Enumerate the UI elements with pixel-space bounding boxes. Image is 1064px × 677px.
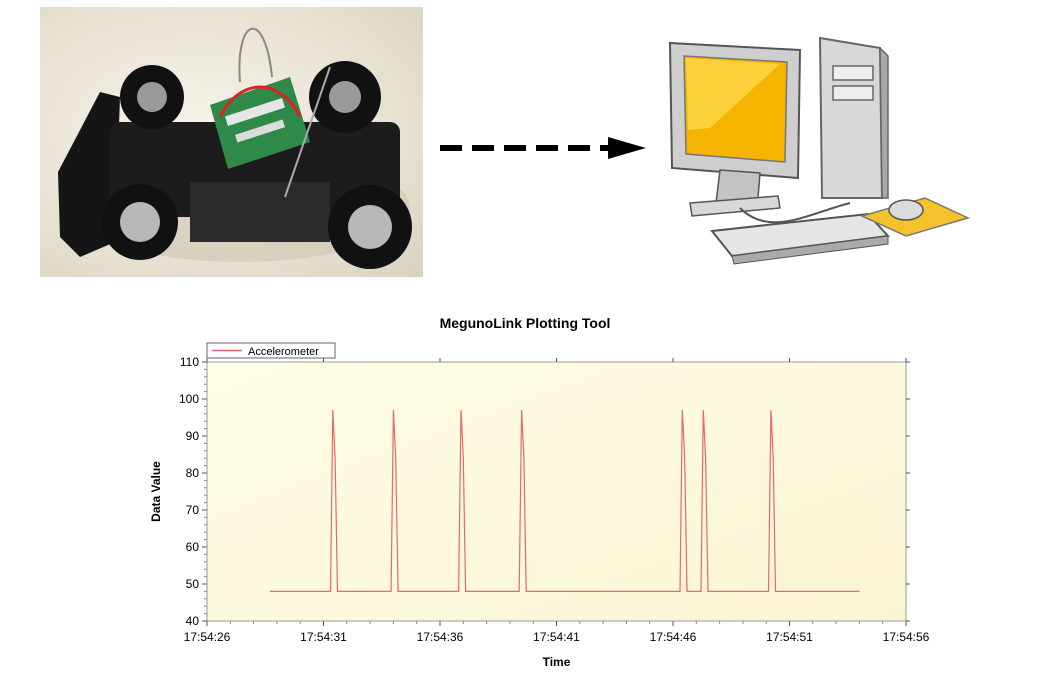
plot-area: 40 50 60 70 80 90 100 110 17:54:26 17:54:31 17:54:… [149, 342, 930, 669]
megunolink-plot: MegunoLink Plotting Tool 40 50 60 70 80 90 100… [130, 305, 930, 675]
x-tick-label: 17:54:26 [184, 630, 231, 644]
plot-background [206, 361, 907, 622]
y-tick-label: 50 [186, 577, 200, 591]
y-tick-label: 60 [186, 540, 200, 554]
legend-box [206, 342, 336, 359]
desktop-computer-icon [668, 36, 971, 265]
y-tick-label: 110 [180, 355, 199, 369]
x-tick-label: 17:54:46 [650, 630, 697, 644]
x-tick-label: 17:54:51 [766, 630, 813, 644]
x-tick-label: 17:54:56 [883, 630, 930, 644]
y-axis-label: Data Value [149, 461, 163, 522]
dashed-arrow-icon [440, 137, 646, 159]
y-tick-label: 80 [186, 466, 200, 480]
x-tick-label: 17:54:31 [300, 630, 347, 644]
x-axis-label: Time [543, 655, 571, 669]
x-tick-label: 17:54:41 [533, 630, 580, 644]
y-tick-label: 70 [186, 503, 200, 517]
legend-label: Accelerometer [248, 346, 319, 358]
series-line-accelerometer [269, 410, 860, 592]
y-tick-label: 90 [186, 429, 200, 443]
y-tick-label: 100 [179, 392, 199, 406]
rc-car-photo [40, 7, 423, 277]
chart-title: MegunoLink Plotting Tool [439, 315, 611, 331]
x-tick-label: 17:54:36 [417, 630, 464, 644]
y-tick-label: 40 [186, 614, 200, 628]
